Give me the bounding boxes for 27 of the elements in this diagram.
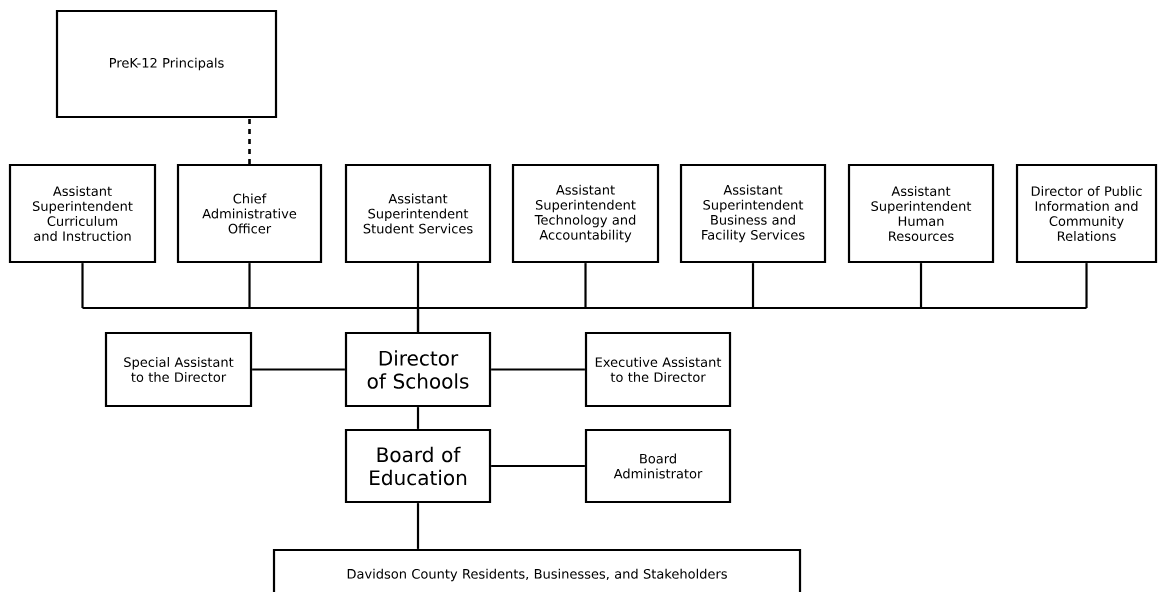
org-box: Assistant Superintendent Business and Facility Services [679,163,827,264]
connector-line [416,407,420,429]
connector-line [416,263,420,332]
org-box: Director of Schools [344,331,492,408]
org-box: Special Assistant to the Director [104,331,253,408]
org-box: Board Administrator [584,428,732,504]
org-box: Assistant Superintendent Human Resources [847,163,995,264]
connector-line [81,263,84,308]
connector-line [491,464,585,468]
connector-line [919,263,923,308]
org-box: Davidson County Residents, Businesses, and Stakeholders [272,548,802,592]
org-box: PreK-12 Principals [55,9,278,119]
org-box: Assistant Superintendent Curriculum and Instruction [8,163,157,264]
org-box: Director of Public Information and Community Relations [1015,163,1158,264]
org-box: Board of Education [344,428,492,504]
org-box: Executive Assistant to the Director [584,331,732,408]
connector-line [248,118,251,164]
org-box: Assistant Superintendent Student Services [344,163,492,264]
connector-line [416,503,420,549]
connector-line [1085,263,1088,308]
org-box: Chief Administrative Officer [176,163,323,264]
connector-line [248,263,251,308]
org-box: Assistant Superintendent Technology and Accountability [511,163,660,264]
connector-line [252,368,345,371]
connector-line [491,368,585,371]
connector-line [751,263,755,308]
connector-line [584,263,587,308]
